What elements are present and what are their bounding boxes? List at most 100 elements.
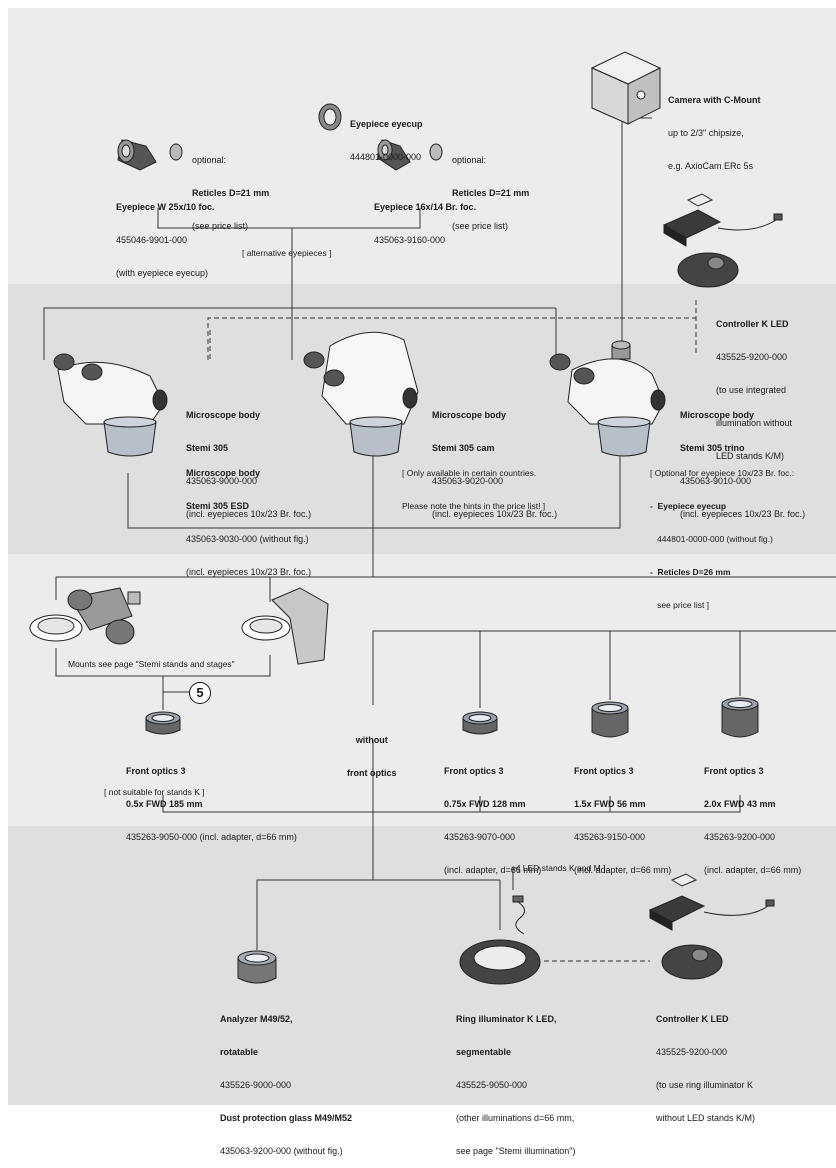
front-20x-note: (incl. adapter, d=66 mm): [704, 865, 802, 875]
front-20x-spec: 2.0x FWD 43 mm: [704, 799, 776, 809]
eyepiece-w25-label: Eyepiece W 25x/10 foc. 455046-9901-000 (…: [116, 180, 215, 290]
ring-illum-subtitle: segmentable: [456, 1047, 512, 1057]
without-front-line-2: front optics: [347, 768, 397, 778]
front-20x-title: Front optics 3: [704, 766, 764, 776]
front-075x-number: 435263-9070-000: [444, 832, 516, 842]
eyepiece-16x-icon: [377, 139, 443, 171]
stemi305-icon: [53, 353, 168, 457]
front-optics-05x-label: Front optics 3 0.5x FWD 185 mm 435263-90…: [126, 744, 297, 854]
optional-reticles-left: optional: Reticles D=21 mm (see price li…: [192, 133, 269, 243]
camera-line-2: e.g. AxioCam ERc 5s: [668, 161, 754, 171]
controller-bottom-title: Controller K LED: [656, 1014, 729, 1024]
optional-right-line-1: optional:: [452, 155, 487, 165]
stemi305-label: Microscope body Stemi 305 435063-9000-00…: [186, 388, 311, 531]
eyepiece-eyecup-number: 444801-0000-000: [350, 152, 422, 162]
mounts-label: Mounts see page "Stemi stands and stages…: [68, 659, 235, 669]
front-05x-title: Front optics 3: [126, 766, 186, 776]
not-suitable-note: [ not suitable for stands K ]: [104, 787, 205, 797]
eyepiece-eyecup-title: Eyepiece eyecup: [350, 119, 423, 129]
eyepiece-w25-number: 455046-9901-000: [116, 235, 188, 245]
optional-right-line-2: Reticles D=21 mm: [452, 188, 530, 198]
controller-top-note-3: LED stands K/M): [716, 451, 785, 461]
stemi305trino-icon: [549, 340, 666, 457]
stemi305cam-model: Stemi 305 cam: [432, 443, 495, 453]
trunk-stemi305: [43, 307, 292, 360]
eyepiece-w25-note: (with eyepiece eyecup): [116, 268, 209, 278]
controller-top-note-2: illumination without: [716, 418, 793, 428]
eyepiece-w25-icon: [117, 139, 183, 171]
front-optics-20x-label: Front optics 3 2.0x FWD 43 mm 435263-920…: [704, 744, 801, 887]
eyepiece-eyecup-icon: [318, 103, 342, 131]
front-optics-075x-icon: [462, 711, 498, 735]
analyzer-number: 435526-9000-000: [220, 1080, 292, 1090]
eyepiece-w25-title: Eyepiece W 25x/10 foc.: [116, 202, 215, 212]
controller-top-label: Controller K LED 435525-9200-000 (to use…: [716, 297, 792, 473]
ring-illuminator-label: Ring illuminator K LED, segmentable 4355…: [456, 992, 575, 1168]
cam-availability-note: [ Only available in certain countries. P…: [402, 446, 545, 523]
stemi305cam-icon: [303, 331, 419, 457]
controller-led-top-icon: [662, 193, 783, 288]
mount-k-icon: [29, 587, 141, 645]
controller-top-title: Controller K LED: [716, 319, 789, 329]
without-front-line-1: without: [355, 735, 388, 745]
trino-optional-line-1: [ Optional for eyepiece 10x/23 Br. foc.:: [650, 468, 795, 478]
trino-optional-line-4: - Reticles D=26 mm: [650, 567, 731, 577]
front-05x-spec: 0.5x FWD 185 mm: [126, 799, 203, 809]
camera-icon: [590, 51, 662, 125]
stemi305trino-note: (incl. eyepieces 10x/23 Br. foc.): [680, 509, 806, 519]
trino-optional-line-3: 444801-0000-000 (without fig.): [650, 534, 773, 544]
front-15x-title: Front optics 3: [574, 766, 634, 776]
trino-optional-line-2: - Eyepiece eyecup: [650, 501, 727, 511]
mount-wall-icon: [241, 587, 329, 665]
stemi305cam-note: (incl. eyepieces 10x/23 Br. foc.): [432, 509, 558, 519]
eyepiece-16x-number: 435063-9160-000: [374, 235, 446, 245]
led-stands-note: [ LED stands K and M ]: [518, 863, 606, 873]
front-05x-number: 435263-9050-000 (incl. adapter, d=66 mm): [126, 832, 297, 842]
controller-bottom-note-2: without LED stands K/M): [656, 1113, 756, 1123]
front-optics-15x-icon: [591, 701, 629, 738]
stemi305trino-model: Stemi 305 trino: [680, 443, 745, 453]
trino-optional-line-5: see price list ]: [650, 600, 710, 610]
eyepiece-eyecup-label: Eyepiece eyecup 444801-0000-000: [350, 97, 423, 174]
stemi305-model: Stemi 305: [186, 443, 229, 453]
camera-label: Camera with C-Mount up to 2/3" chipsize,…: [668, 73, 761, 183]
optional-left-line-1: optional:: [192, 155, 227, 165]
bodies-bracket: [127, 453, 621, 529]
optional-right-line-3: (see price list): [452, 221, 509, 231]
front-optics-bracket: [372, 630, 836, 705]
stemi305trino-label: Microscope body Stemi 305 trino 435063-9…: [680, 388, 805, 531]
dust-glass-title: Dust protection glass M49/M52: [220, 1113, 353, 1123]
ring-illum-note-2: see page "Stemi illumination"): [456, 1146, 576, 1156]
stemi305trino-number: 435063-9010-000: [680, 476, 752, 486]
ring-illum-note-1: (other illuminations d=66 mm,: [456, 1113, 575, 1123]
trino-optional-note: [ Optional for eyepiece 10x/23 Br. foc.:…: [650, 446, 794, 622]
analyzer-subtitle: rotatable: [220, 1047, 259, 1057]
front-optics-15x-label: Front optics 3 1.5x FWD 56 mm 435263-915…: [574, 744, 671, 887]
front-20x-number: 435263-9200-000: [704, 832, 776, 842]
optional-reticles-right: optional: Reticles D=21 mm (see price li…: [452, 133, 529, 243]
stemi305cam-label: Microscope body Stemi 305 cam 435063-902…: [432, 388, 557, 531]
optional-left-line-3: (see price list): [192, 221, 249, 231]
camera-line-1: up to 2/3" chipsize,: [668, 128, 744, 138]
cam-note-line-2: Please note the hints in the price list!…: [402, 501, 546, 511]
cam-note-line-1: [ Only available in certain countries.: [402, 468, 537, 478]
without-front-optics-label: without front optics: [347, 713, 397, 790]
analyzer-icon: [237, 950, 277, 984]
stemi305esd-model: Stemi 305 ESD: [186, 501, 250, 511]
band-mounts-front-optics: [8, 554, 836, 826]
illumination-bracket: [256, 812, 374, 950]
optional-left-line-2: Reticles D=21 mm: [192, 188, 270, 198]
controller-top-note-1: (to use integrated: [716, 385, 787, 395]
stemi305cam-title: Microscope body: [432, 410, 507, 420]
front-optics-20x-icon: [721, 697, 759, 738]
camera-title: Camera with C-Mount: [668, 95, 761, 105]
eyepiece-w25-connector: [157, 208, 421, 229]
front-15x-note: (incl. adapter, d=66 mm): [574, 865, 672, 875]
ring-illum-number: 435525-9050-000: [456, 1080, 528, 1090]
stemi305-note: (incl. eyepieces 10x/23 Br. foc.): [186, 509, 312, 519]
front-optics-075x-label: Front optics 3 0.75x FWD 128 mm 435263-9…: [444, 744, 541, 887]
stemi305-number: 435063-9000-000: [186, 476, 258, 486]
front-15x-number: 435263-9150-000: [574, 832, 646, 842]
controller-bottom-note-1: (to use ring illuminator K: [656, 1080, 754, 1090]
front-optics-05x-icon: [145, 711, 181, 735]
